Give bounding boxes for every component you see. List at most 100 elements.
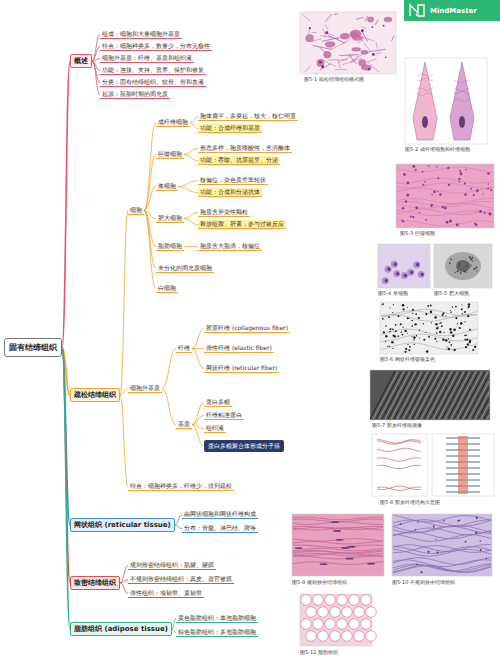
topic-text: 核偏位，染色质呈车轮状 (200, 176, 266, 183)
branch-topic: 概述 (70, 54, 92, 68)
micrograph (372, 434, 427, 496)
micrograph (392, 514, 492, 576)
subtopic: 形态多样，胞质嗜酸性，含溶酶体 (198, 144, 292, 153)
branch-line (190, 123, 198, 129)
topic-text: 未分化的间充质细胞 (158, 264, 212, 271)
micrograph (434, 244, 492, 288)
subtopic: 弹性组织：项韧带、黄韧带 (128, 589, 204, 598)
branch-topic: 脂肪组织 (adipose tissue) (70, 622, 172, 636)
branch-topic: 网状组织 (reticular tissue) (70, 518, 175, 532)
subtopic: 纤维粘连蛋白 (204, 411, 244, 420)
topic-text: 纤维 (178, 344, 190, 351)
branch-line (120, 566, 128, 583)
topic-text: 细胞 (130, 206, 142, 213)
subtopic: 成纤维细胞 (156, 118, 190, 127)
topic-text: 固有结缔组织 (9, 342, 57, 353)
subtopic: 蛋白多糖 (204, 398, 232, 407)
topic-text: 棕色脂肪组织：多泡脂肪细胞 (178, 628, 256, 635)
subtopic: 基质 (176, 420, 192, 429)
figure-caption: 图5-2 成纤维细胞和纤维细胞 (405, 146, 470, 152)
topic-text: 功能：合成和分泌抗体 (200, 188, 260, 195)
subtopic: 白细胞 (156, 284, 178, 293)
subtopic: 弹性纤维 (elastic fiber) (204, 344, 274, 353)
topic-text: 白细胞 (158, 284, 176, 291)
topic-text: 肥大细胞 (158, 214, 182, 221)
branch-line (144, 211, 156, 269)
subtopic: 分布：骨髓、淋巴结、脾等 (182, 524, 258, 533)
topic-text: 起源：胚胎时期的间充质 (102, 90, 168, 97)
subtopic: 特点：细胞种类多，数量少，分布无极性 (100, 42, 212, 51)
topic-text: 特点：细胞种类多，纤维少，排列疏松 (130, 482, 232, 489)
branch-topic: 致密结缔组织 (70, 576, 120, 590)
branch-line (192, 403, 204, 425)
figure-caption: 图5-10 不规则致密结缔组织 (392, 579, 455, 585)
topic-text: 黄色脂肪组织：单泡脂肪细胞 (178, 614, 256, 621)
topic-text: 由网状细胞和网状纤维构成 (184, 510, 256, 517)
micrograph (378, 244, 430, 288)
topic-text: 胞质含异染性颗粒 (200, 208, 248, 215)
branch-line (162, 389, 176, 425)
branch-line (192, 329, 204, 349)
topic-text: 组成：细胞和大量细胞外基质 (102, 30, 180, 37)
topic-text: 分类：固有结缔组织、软骨、骨和血液 (102, 78, 204, 85)
figure-caption: 图5-4 浆细胞 (378, 290, 408, 296)
subtopic: 浆细胞 (156, 182, 178, 191)
topic-text: 概述 (74, 56, 88, 66)
subtopic: 肥大细胞 (156, 214, 184, 223)
figure-caption: 图5-9 规则致密结缔组织 (292, 579, 347, 585)
subtopic: 特点：细胞种类多，纤维少，排列疏松 (128, 482, 234, 491)
topic-text: 蛋白多糖 (206, 398, 230, 405)
figure-caption: 图5-7 胶原纤维电镜像 (372, 422, 422, 428)
subtopic: 由网状细胞和网状纤维构成 (182, 510, 258, 519)
subtopic: 核偏位，染色质呈车轮状 (198, 176, 268, 185)
topic-text: 形态多样，胞质嗜酸性，含溶酶体 (200, 144, 290, 151)
topic-text: 功能：合成纤维和基质 (200, 124, 260, 131)
micrograph (370, 370, 490, 420)
branch-line (192, 348, 204, 349)
figure-caption: 图5-5 肥大细胞 (434, 290, 469, 296)
subtopic: 组成：细胞和大量细胞外基质 (100, 30, 182, 39)
branch-line (144, 211, 156, 289)
subtopic: 黄色脂肪组织：单泡脂肪细胞 (176, 614, 258, 623)
topic-text: 蛋白多糖聚合体形成分子筛 (208, 442, 280, 450)
branch-line (120, 211, 128, 395)
figure-caption: 图5-11 脂肪组织 (300, 649, 338, 655)
subtopic: 纤维 (176, 344, 192, 353)
branch-topic: 疏松结缔组织 (70, 388, 120, 402)
branch-line (144, 187, 156, 211)
branch-line (175, 525, 182, 529)
subtopic: 不规则致密结缔组织：真皮、器官被膜 (128, 575, 234, 584)
subtopic: 胞质含异染性颗粒 (198, 208, 250, 217)
subtopic: 胞质含大脂滴，核偏位 (198, 242, 262, 251)
micrograph (300, 12, 396, 74)
micrograph (300, 594, 376, 646)
branch-line (162, 349, 176, 389)
root-topic: 固有结缔组织 (4, 338, 62, 357)
highlighted-subtopic: 释放组胺、肝素，参与过敏反应 (198, 220, 286, 229)
topic-text: 巨噬细胞 (158, 150, 182, 157)
subtopic: 巨噬细胞 (156, 150, 184, 159)
subtopic: 网状纤维 (reticular fiber) (204, 364, 279, 373)
branch-line (184, 219, 198, 225)
micrograph (432, 434, 494, 496)
micrograph (396, 164, 494, 228)
topic-text: 致密结缔组织 (74, 578, 116, 588)
topic-text: 功能：吞噬、抗原提呈、分泌 (200, 156, 278, 163)
branch-line (144, 123, 156, 211)
branch-line (190, 117, 198, 123)
branch-line (184, 155, 198, 161)
branch-line (184, 246, 198, 247)
branch-line (192, 425, 204, 446)
subtopic: 分类：固有结缔组织、软骨、骨和血液 (100, 78, 206, 87)
highlighted-subtopic: 功能：合成和分泌抗体 (198, 188, 262, 197)
branch-line (144, 155, 156, 211)
topic-text: 释放组胺、肝素，参与过敏反应 (200, 220, 284, 227)
topic-text: 网状纤维 (reticular fiber) (206, 364, 277, 371)
branch-line (92, 47, 100, 61)
branch-line (184, 149, 198, 155)
topic-text: 胶原纤维 (collagenous fiber) (206, 324, 288, 331)
topic-text: 浆细胞 (158, 182, 176, 189)
subtopic: 规则致密结缔组织：肌腱、腱膜 (128, 561, 216, 570)
highlight-box: 蛋白多糖聚合体形成分子筛 (204, 440, 284, 452)
